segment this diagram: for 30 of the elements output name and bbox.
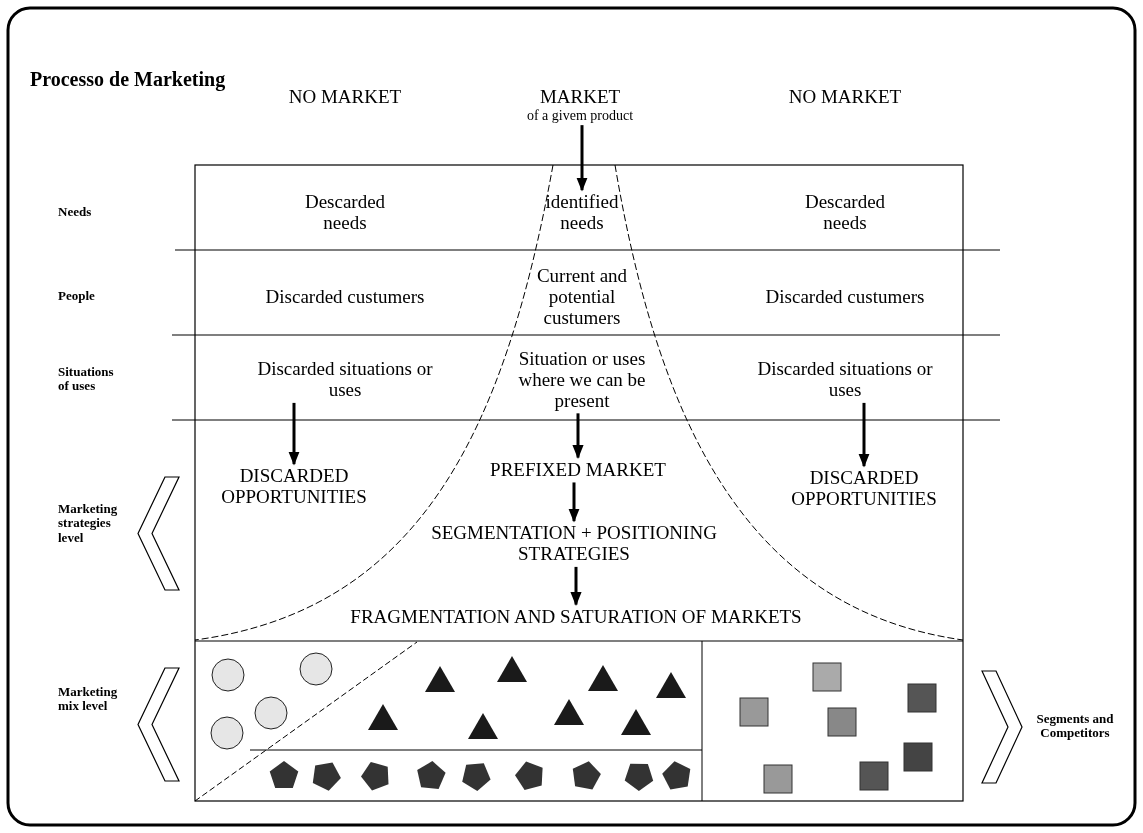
column-heading: NO MARKET xyxy=(787,86,903,108)
stage-text: FRAGMENTATION AND SATURATION OF MARKETS xyxy=(316,606,836,628)
stage-text: DISCARDED OPPORTUNITIES xyxy=(774,468,954,510)
cell-text: Discarded custumers xyxy=(235,286,455,308)
arrow xyxy=(572,413,584,459)
arrow xyxy=(576,125,588,192)
arrow xyxy=(570,566,582,606)
cell-text: Discarded situations or uses xyxy=(752,359,938,401)
cell-text: Discarded situations or uses xyxy=(252,359,438,401)
level-label: Segments and Competitors xyxy=(1035,711,1115,741)
column-heading: NO MARKET xyxy=(287,86,403,108)
arrow xyxy=(288,402,300,466)
stage-text: PREFIXED MARKET xyxy=(478,459,678,481)
row-label: Needs xyxy=(58,205,93,220)
cell-text: Descarded needs xyxy=(285,192,405,234)
stage-text: DISCARDED OPPORTUNITIES xyxy=(204,466,384,508)
level-label: Marketing mix level xyxy=(58,685,119,714)
cell-text: Situation or uses where we can be present xyxy=(512,348,652,412)
cell-text: Current and potential custumers xyxy=(522,265,642,329)
row-label: Situations of uses xyxy=(58,365,115,394)
market-heading: MARKET of a givem product xyxy=(505,86,655,124)
diagram-title: Processo de Marketing xyxy=(30,68,226,90)
row-label: People xyxy=(58,289,96,304)
arrow xyxy=(858,402,870,468)
cell-text: identified needs xyxy=(537,192,627,234)
cell-text: Discarded custumers xyxy=(735,286,955,308)
cell-text: Descarded needs xyxy=(785,192,905,234)
level-label: Marketing strategies level xyxy=(58,502,119,545)
stage-text: SEGMENTATION + POSITIONING STRATEGIES xyxy=(409,523,739,565)
arrow xyxy=(568,482,580,523)
